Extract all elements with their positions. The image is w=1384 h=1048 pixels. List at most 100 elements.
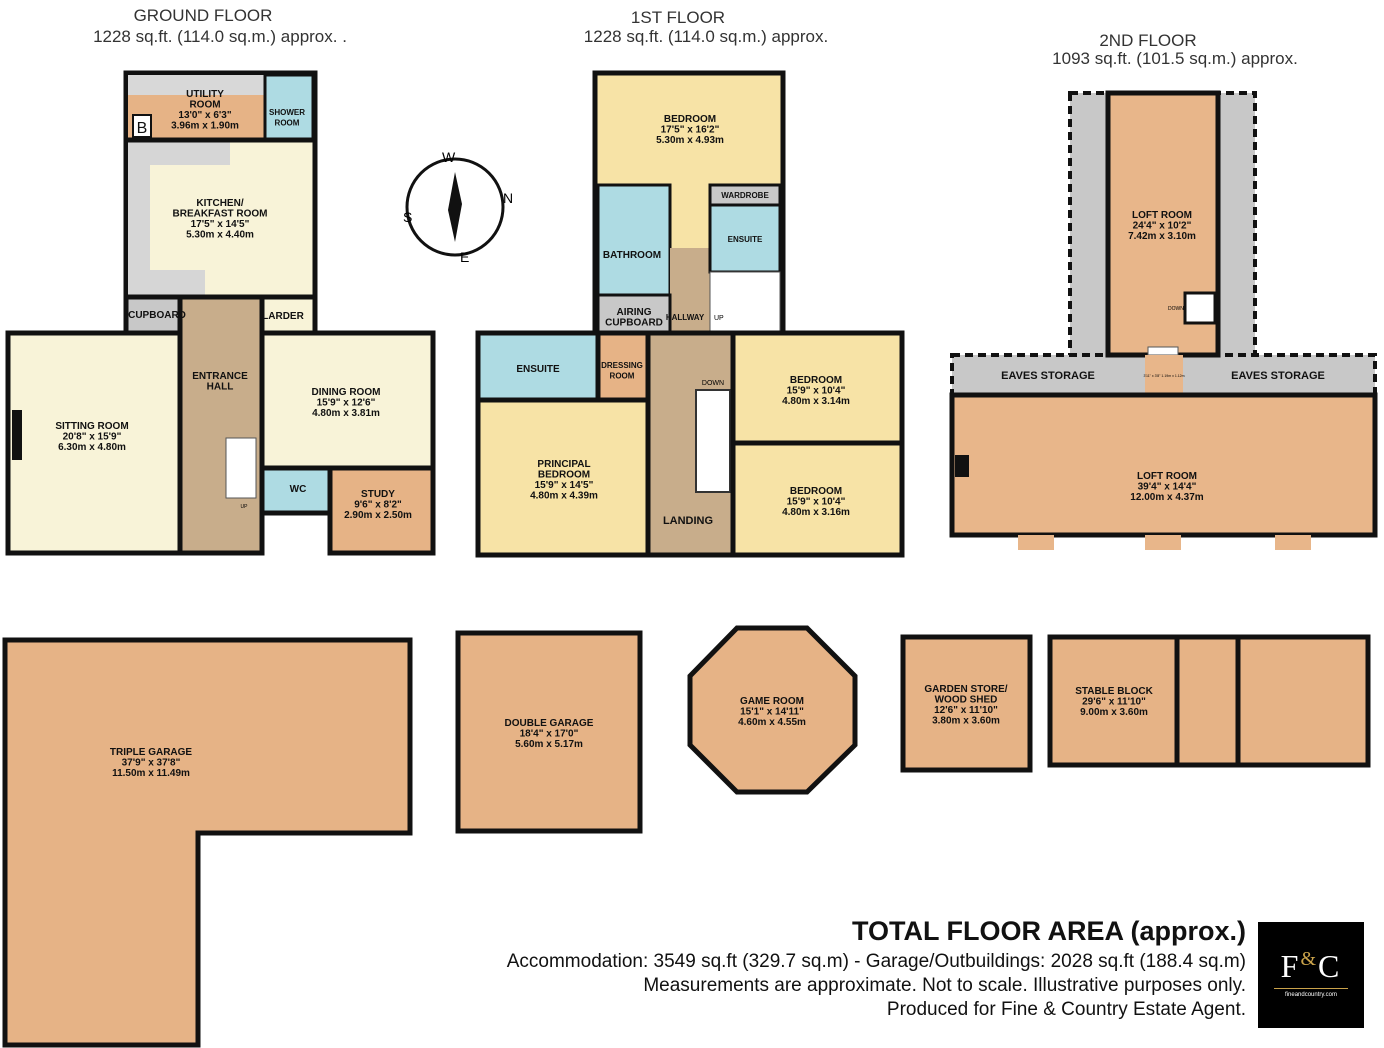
room-label-line: 3.96m x 1.90m: [171, 121, 239, 132]
room-label-line: 15'1" x 14'11": [740, 707, 804, 718]
room-label-line: BEDROOM: [790, 375, 842, 386]
room-label-line: ROOM: [610, 372, 635, 381]
sitting-room: [5, 330, 183, 556]
double-garage: [455, 630, 643, 834]
room-label-line: 20'8" x 15'9": [63, 432, 122, 443]
room-label-line: CUPBOARD: [128, 310, 186, 321]
room-label-wardrobe: WARDROBE: [721, 191, 769, 200]
hallway: [670, 248, 710, 335]
room-label-line: 15'9" x 10'4": [787, 497, 846, 508]
room-label-larder: LARDER: [262, 311, 304, 322]
room-label-line: HALL: [207, 382, 234, 393]
room-label-line: CUPBOARD: [605, 318, 663, 329]
room-label-hallway: HALLWAY: [666, 313, 705, 322]
dormer: [1145, 535, 1181, 550]
room-label-eaves1: EAVES STORAGE: [1001, 370, 1095, 382]
entrance-hall: [177, 294, 265, 556]
room-label-line: 39'4" x 14'4": [1138, 482, 1197, 493]
room-label-line: ENSUITE: [728, 235, 763, 244]
room-label-line: 5.30m x 4.40m: [186, 230, 254, 241]
room-label-line: BEDROOM: [790, 486, 842, 497]
room-label-line: DRESSING: [601, 361, 643, 370]
room-label-line: 4.80m x 4.39m: [530, 491, 598, 502]
loft-passage: [1145, 355, 1183, 397]
room-label-line: BATHROOM: [603, 250, 661, 261]
room-label-line: AIRING: [617, 307, 652, 318]
hatch: [1147, 346, 1179, 356]
kitchen-counter: [128, 142, 230, 295]
cupboard: [123, 294, 183, 336]
room-label-line: DINING ROOM: [312, 387, 381, 398]
room-label-line: 12.00m x 4.37m: [1130, 492, 1203, 503]
stairs: [709, 271, 781, 334]
room-label-line: LANDING: [663, 515, 713, 527]
room-label-line: 13'0" x 6'3": [178, 110, 231, 121]
total-area-heading: TOTAL FLOOR AREA (approx.): [852, 916, 1246, 946]
room-label-landing: LANDING: [663, 515, 713, 527]
room-label-line: 37'9" x 37'8": [122, 758, 181, 769]
room-label-line: WOOD SHED: [935, 695, 998, 706]
bedroom-2: [730, 330, 905, 446]
compass-e: E: [460, 249, 469, 265]
room-label-line: DOUBLE GARAGE: [505, 718, 594, 729]
room-label-line: 18'4" x 17'0": [520, 729, 579, 740]
landing-down-label: DOWN: [702, 380, 724, 387]
loft-down-label: DOWN: [1168, 306, 1184, 312]
room-label-line: 15'9" x 10'4": [787, 386, 846, 397]
ground-floor-title: GROUND FLOOR: [134, 6, 273, 25]
compass-star-icon: [420, 172, 490, 242]
logo-rule: [1274, 988, 1348, 989]
first-floor-area: 1228 sq.ft. (114.0 sq.m.) approx.: [584, 27, 828, 46]
room-label-line: BEDROOM: [538, 470, 590, 481]
room-label-line: 9'6" x 8'2": [354, 500, 402, 511]
room-label-line: GAME ROOM: [740, 696, 804, 707]
loft-room-lower: [949, 392, 1378, 538]
stable-block: [1047, 634, 1371, 768]
room-label-line: 29'6" x 11'10": [1082, 697, 1146, 708]
compass-ring: [405, 157, 505, 257]
room-label-line: ENSUITE: [516, 364, 560, 375]
room-label-line: 2.90m x 2.50m: [344, 510, 412, 521]
room-label-dressing: DRESSING ROOM: [601, 361, 643, 381]
staircase: [225, 437, 257, 499]
principal-bedroom: [475, 397, 651, 558]
room-label-line: 3.80m x 3.60m: [932, 716, 1000, 727]
ground-floor-area: 1228 sq.ft. (114.0 sq.m.) approx. .: [93, 27, 347, 46]
room-label-ensuite2: ENSUITE: [516, 364, 560, 375]
room-label-line: 4.80m x 3.16m: [782, 507, 850, 518]
room-label-line: 15'9" x 14'5": [535, 480, 594, 491]
boiler-label: B: [137, 120, 148, 137]
first-floor-title: 1ST FLOOR: [631, 8, 725, 27]
garden-store: [900, 634, 1033, 773]
room-label-line: LARDER: [262, 311, 304, 322]
room-label-line: 17'5" x 16'2": [661, 125, 720, 136]
room-label-line: GARDEN STORE/: [924, 684, 1007, 695]
room-label-line: 6.30m x 4.80m: [58, 442, 126, 453]
room-label-line: WC: [290, 484, 307, 495]
compass-n: N: [503, 190, 513, 206]
room-label-line: 11.50m x 11.49m: [112, 768, 190, 779]
room-label-line: ROOM: [275, 119, 300, 128]
room-label-line: KITCHEN/: [196, 198, 243, 209]
room-label-line: UTILITY: [186, 89, 224, 100]
room-label-line: STABLE BLOCK: [1075, 686, 1153, 697]
chimney: [955, 455, 969, 477]
room-label-eaves2: EAVES STORAGE: [1231, 370, 1325, 382]
logo-mark: F&C: [1280, 948, 1342, 984]
loft-stairs: [1183, 291, 1217, 325]
room-label-wc: WC: [290, 484, 307, 495]
room-label-line: WARDROBE: [721, 191, 769, 200]
landing-stairs: [695, 389, 731, 493]
